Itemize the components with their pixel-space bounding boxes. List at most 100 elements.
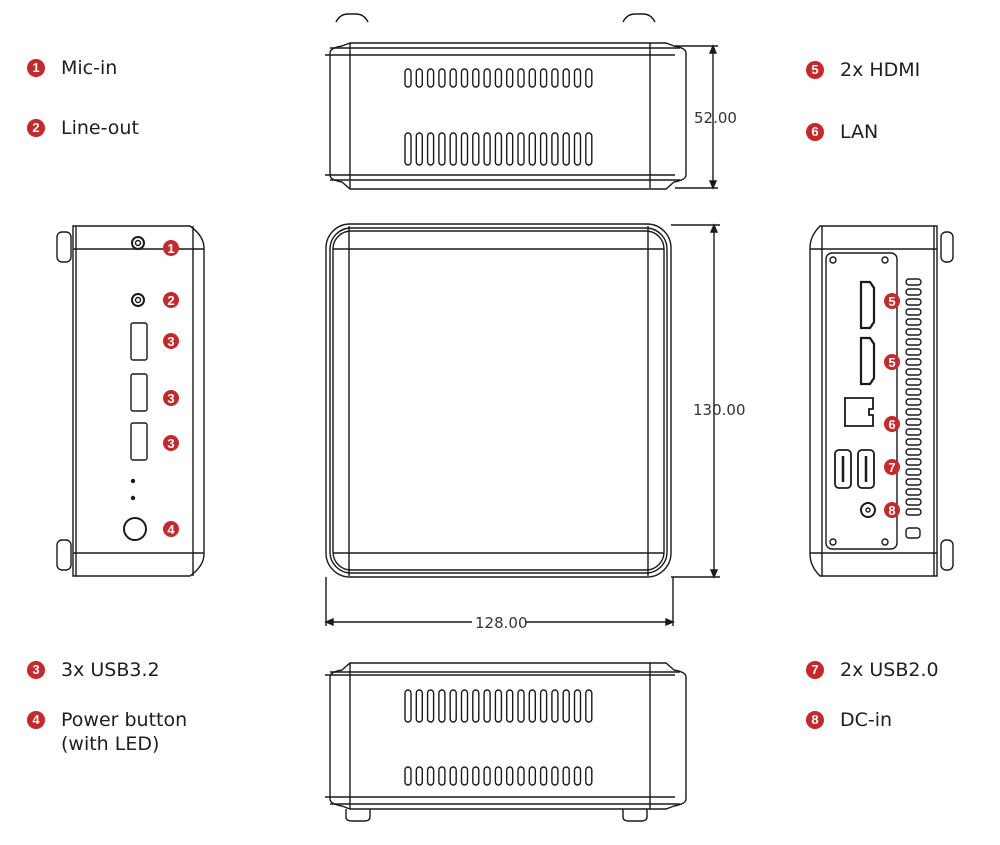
dc-in-jack — [860, 502, 876, 518]
vent-slot — [483, 68, 491, 88]
vent-column — [905, 278, 922, 516]
vent-slot — [905, 498, 922, 506]
vent-slot — [573, 132, 582, 166]
rear-marker: 6 — [884, 416, 900, 432]
usb32-port — [130, 322, 148, 361]
usb32-port — [130, 422, 148, 461]
vent-slot — [562, 132, 570, 166]
legend-label: 3x USB3.2 — [61, 659, 160, 681]
vent-slot — [528, 766, 536, 786]
vent-slot — [449, 689, 457, 723]
front-marker: 3 — [163, 390, 179, 406]
svg-text:2: 2 — [167, 293, 174, 308]
vent-slot — [517, 68, 525, 88]
vent-slot — [539, 132, 548, 166]
vent-slot — [460, 689, 469, 723]
vent-row-small — [404, 766, 593, 786]
bottom-elevation-view — [325, 662, 687, 822]
rear-marker: 7 — [884, 459, 900, 475]
dimension-width-label: 128.00 — [475, 614, 528, 632]
badge-6: 6 — [806, 123, 824, 141]
vent-slot — [905, 368, 922, 376]
vent-slot — [426, 132, 435, 166]
dimension-depth-label: 130.00 — [693, 401, 746, 419]
power-button — [123, 517, 147, 541]
vent-row-tall — [404, 132, 593, 166]
svg-text:1: 1 — [167, 241, 174, 256]
vent-slot — [494, 68, 503, 88]
vent-slot — [415, 132, 423, 166]
rear-panel-view — [809, 225, 954, 577]
foot — [940, 539, 954, 571]
badge-5: 5 — [806, 61, 824, 79]
kensington-lock — [905, 527, 921, 539]
vent-slot — [483, 766, 491, 786]
vent-slot — [905, 418, 922, 426]
legend-label: 2x HDMI — [840, 59, 921, 81]
vent-slot — [573, 68, 582, 88]
vent-slot — [905, 488, 922, 496]
legend-label: DC-in — [840, 709, 893, 731]
vent-slot — [506, 132, 514, 166]
vent-slot — [551, 68, 559, 88]
vent-slot — [551, 132, 559, 166]
svg-text:5: 5 — [888, 294, 895, 309]
vent-slot — [404, 132, 412, 166]
dimension-depth-line — [671, 223, 720, 579]
usb20-port — [834, 449, 852, 489]
vent-slot — [551, 766, 559, 786]
legend-label: Power button (with LED) — [61, 709, 188, 755]
legend-lan: 6 LAN — [806, 120, 878, 144]
vent-slot — [905, 438, 922, 446]
legend-label: Line-out — [61, 117, 139, 139]
svg-text:5: 5 — [888, 355, 895, 370]
legend-dc-in: 8 DC-in — [806, 708, 892, 732]
rear-marker: 5 — [884, 293, 900, 309]
legend-label: 2x USB2.0 — [840, 659, 939, 681]
vent-slot — [426, 689, 435, 723]
lan-port — [844, 397, 874, 427]
vent-slot — [539, 689, 548, 723]
vent-slot — [472, 766, 480, 786]
badge-3: 3 — [27, 661, 45, 679]
mic-in-jack — [131, 236, 145, 250]
vent-slot — [905, 468, 922, 476]
front-marker: 4 — [163, 521, 179, 537]
line-out-jack — [131, 293, 145, 307]
vent-row-small — [404, 68, 593, 88]
vent-slot — [415, 689, 423, 723]
vent-slot — [905, 298, 922, 306]
badge-8: 8 — [806, 711, 824, 729]
vent-slot — [585, 766, 593, 786]
legend-label: Mic-in — [61, 57, 118, 79]
vent-slot — [517, 766, 525, 786]
top-plan-view — [325, 223, 672, 578]
vent-slot — [562, 766, 570, 786]
vent-slot — [905, 458, 922, 466]
vent-slot — [905, 348, 922, 356]
vent-slot — [438, 766, 446, 786]
foot-top-right — [622, 13, 656, 23]
legend-hdmi: 5 2x HDMI — [806, 58, 920, 82]
vent-slot — [426, 68, 435, 88]
foot — [56, 539, 72, 571]
vent-slot — [449, 132, 457, 166]
vent-slot — [528, 132, 536, 166]
vent-slot — [494, 689, 503, 723]
dimension-height-label: 52.00 — [694, 109, 737, 127]
vent-slot — [483, 132, 491, 166]
vent-slot — [426, 766, 435, 786]
usb20-port — [857, 449, 875, 489]
vent-slot — [404, 766, 412, 786]
vent-slot — [415, 766, 423, 786]
vent-slot — [905, 478, 922, 486]
vent-slot — [539, 766, 548, 786]
legend-mic-in: 1 Mic-in — [27, 56, 117, 80]
vent-slot — [472, 68, 480, 88]
badge-7: 7 — [806, 661, 824, 679]
front-marker: 3 — [163, 333, 179, 349]
dimension-width-line — [324, 577, 675, 627]
badge-2: 2 — [27, 119, 45, 137]
led-indicator — [130, 478, 136, 484]
vent-slot — [905, 388, 922, 396]
